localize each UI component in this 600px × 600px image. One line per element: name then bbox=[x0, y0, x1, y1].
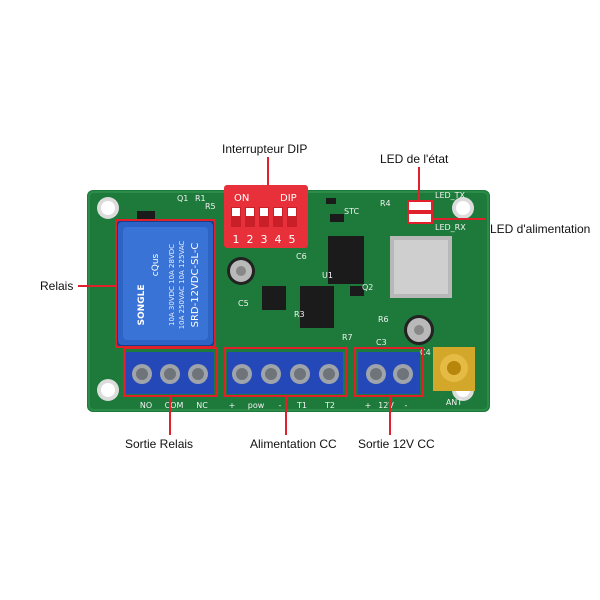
callout-power-led: LED d'alimentation bbox=[490, 222, 591, 236]
relay-terminal-block bbox=[126, 352, 214, 394]
ref-u1: U1 bbox=[322, 271, 333, 280]
led-tx-label: LED_TX bbox=[435, 191, 466, 200]
term-com: COM bbox=[165, 401, 184, 410]
silkscreen-refs: Q1 R1 R5 R4 R3 C5 C6 C3 C4 R6 R7 Q2 U1 S… bbox=[177, 194, 431, 357]
electrolytic-capacitor-left bbox=[227, 257, 255, 285]
callout-dc-power: Alimentation CC bbox=[250, 437, 337, 451]
relay-component: SRD-12VDC-SL-C 10A 250VAC 10A 125VAC 10A… bbox=[116, 220, 215, 347]
ref-r4: R4 bbox=[380, 199, 391, 208]
ref-r6: R6 bbox=[378, 315, 389, 324]
term-nc: NC bbox=[196, 401, 208, 410]
ref-c6: C6 bbox=[296, 252, 307, 261]
callout-relay-output: Sortie Relais bbox=[125, 437, 194, 451]
dip-number-1: 1 bbox=[233, 233, 240, 246]
led-rx-label: LED_RX bbox=[435, 223, 466, 232]
ant-label: ANT bbox=[446, 398, 462, 407]
dip-switch: ON DIP 1 2 3 4 5 bbox=[224, 185, 308, 248]
ref-c3: C3 bbox=[376, 338, 387, 347]
ref-c4: C4 bbox=[420, 348, 431, 357]
relay-cert: cQus bbox=[151, 253, 161, 276]
chips bbox=[137, 198, 364, 328]
term-plus: + bbox=[229, 401, 236, 410]
antenna-connector: ANT bbox=[433, 347, 475, 407]
relay-brand: SONGLE bbox=[137, 285, 147, 326]
term-out-plus: + bbox=[365, 401, 372, 410]
wireless-module bbox=[390, 236, 452, 298]
relay-rating-1: 10A 250VAC 10A 125VAC bbox=[178, 241, 186, 330]
dip-on-label: ON bbox=[234, 193, 249, 204]
term-t2: T2 bbox=[324, 401, 335, 410]
ref-r7: R7 bbox=[342, 333, 353, 342]
callout-lines bbox=[78, 157, 486, 435]
ref-stc: STC bbox=[344, 207, 359, 216]
term-out-minus: - bbox=[405, 401, 408, 410]
dip-levers bbox=[231, 207, 297, 227]
terminal-labels: NO COM NC + pow - T1 T2 + 12V - bbox=[140, 401, 408, 410]
dip-number-5: 5 bbox=[289, 233, 296, 246]
dip-number-3: 3 bbox=[261, 233, 268, 246]
output-terminal-block bbox=[358, 352, 420, 394]
term-pow: pow bbox=[248, 401, 265, 410]
ref-r5: R5 bbox=[205, 202, 216, 211]
callout-status-led: LED de l'état bbox=[380, 152, 449, 166]
term-t1: T1 bbox=[296, 401, 307, 410]
ref-q1: Q1 bbox=[177, 194, 188, 203]
power-terminal-block bbox=[227, 352, 343, 394]
dip-number-4: 4 bbox=[275, 233, 282, 246]
ref-q2: Q2 bbox=[362, 283, 373, 292]
ref-c5: C5 bbox=[238, 299, 249, 308]
term-12v: 12V bbox=[378, 401, 394, 410]
electrolytic-capacitor-right bbox=[404, 315, 434, 345]
callout-relay: Relais bbox=[40, 279, 74, 293]
callout-dip-switch: Interrupteur DIP bbox=[222, 142, 308, 156]
relay-model-text: SRD-12VDC-SL-C bbox=[190, 243, 201, 328]
dip-number-2: 2 bbox=[247, 233, 254, 246]
term-no: NO bbox=[140, 401, 152, 410]
term-minus: - bbox=[279, 401, 282, 410]
ref-r1: R1 bbox=[195, 194, 206, 203]
callout-dc-12v-output: Sortie 12V CC bbox=[358, 437, 435, 451]
ref-r3: R3 bbox=[294, 310, 305, 319]
dip-name-label: DIP bbox=[280, 193, 297, 204]
relay-rating-2: 10A 30VDC 10A 28VDC bbox=[168, 244, 176, 326]
